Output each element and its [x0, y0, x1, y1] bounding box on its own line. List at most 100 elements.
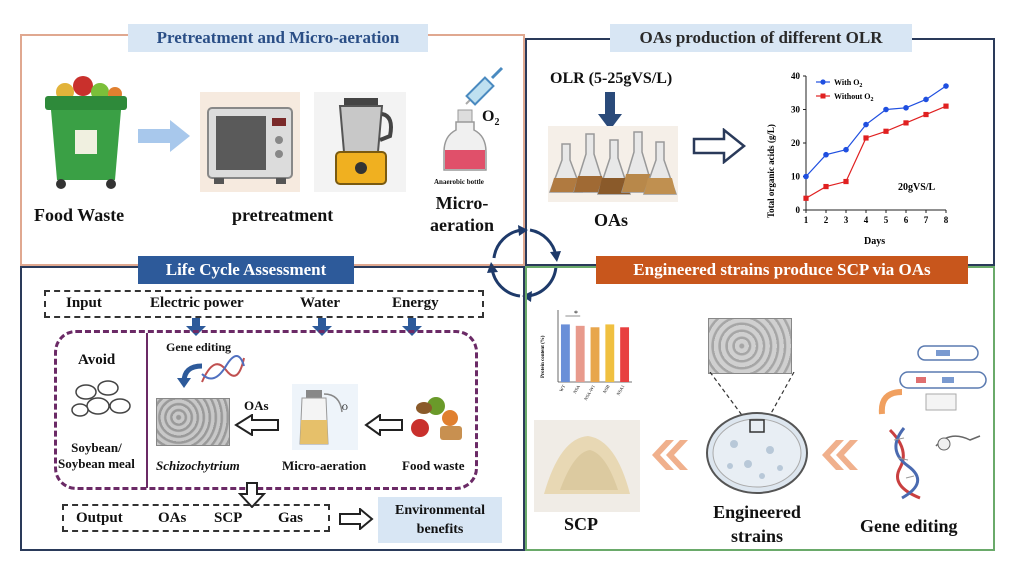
- oven-icon: [207, 107, 293, 184]
- curved-arrow-icon: [177, 363, 203, 388]
- line-chart-point: [883, 106, 889, 113]
- line-chart-xtick-label: 8: [944, 215, 949, 225]
- food-waste-label: Food Waste: [34, 205, 125, 225]
- line-chart-ytick-label: 10: [791, 172, 801, 182]
- environmental-benefits-label: Environmental benefits: [395, 503, 485, 537]
- electric-power-label: Electric power: [150, 295, 244, 311]
- legend-swatch-marker: [820, 93, 826, 99]
- bar-chart-bar: [590, 327, 600, 382]
- scp-label: SCP: [564, 514, 599, 534]
- schizochytrium-micrograph: [156, 398, 230, 446]
- output-label: Output: [76, 510, 123, 526]
- output-scp-label: SCP: [214, 510, 243, 526]
- lca-food-waste-label: Food waste: [402, 458, 465, 473]
- process-arrow-icon: [138, 120, 190, 152]
- soybean-icon: [71, 380, 131, 417]
- line-chart-point: [883, 128, 889, 134]
- water-label: Water: [300, 295, 340, 311]
- hollow-arrow-icon: [692, 128, 746, 164]
- line-chart-point: [863, 121, 869, 128]
- line-chart-xlabel: Days: [864, 236, 885, 247]
- pretreatment-label: pretreatment: [232, 205, 334, 225]
- oas-title: OAs production of different OLR: [610, 24, 912, 52]
- output-row-box: [62, 504, 330, 532]
- line-chart-point: [823, 151, 829, 158]
- bar-chart-xtick-label: NSA1: [616, 384, 626, 396]
- dna-icon: [201, 355, 245, 383]
- lca-left-arrow2-icon: [364, 414, 403, 436]
- line-chart-xtick-label: 7: [924, 215, 929, 225]
- svg-text:O: O: [342, 403, 348, 412]
- output-gas-label: Gas: [278, 510, 304, 526]
- env-arrow-icon: [339, 508, 374, 530]
- line-chart-point: [943, 83, 949, 89]
- line-chart-point: [823, 183, 829, 190]
- bar-chart-bar: [575, 325, 585, 382]
- gene-editing-label: Gene editing: [860, 516, 958, 536]
- orange-bend-arrow-icon: [878, 389, 903, 415]
- bar-chart-xtick-label: WT: [558, 384, 566, 393]
- petri-dish-icon: [706, 412, 808, 494]
- line-chart-point: [923, 111, 929, 118]
- input-row-box: [44, 290, 484, 318]
- schizochytrium-label: Schizochytrium: [156, 458, 240, 473]
- engineered-title: Engineered strains produce SCP via OAs: [596, 256, 968, 284]
- line-chart-xtick-label: 6: [904, 215, 909, 225]
- anaerobic-bottle-caption: Anaerobic bottle: [434, 178, 484, 186]
- output-oas-label: OAs: [158, 510, 187, 526]
- pretreatment-title: Pretreatment and Micro-aeration: [128, 24, 428, 52]
- line-chart-point: [903, 105, 909, 111]
- blender-icon: [335, 98, 393, 185]
- line-chart-ylabel: Total organic acids (g/L): [766, 124, 776, 218]
- lca-left-arrow-icon: [234, 414, 279, 436]
- bar-chart-bar: [605, 324, 615, 382]
- bar-chart-xtick-label: NSA-W1: [583, 384, 596, 401]
- line-chart-ytick-label: 40: [791, 71, 801, 81]
- lca-micro-aeration-label: Micro-aeration: [282, 458, 367, 473]
- line-chart-series-line-1: [805, 85, 947, 177]
- line-chart-point: [803, 173, 809, 180]
- legend-label: With O2: [834, 78, 862, 89]
- avoid-label: Avoid: [78, 352, 116, 368]
- avoid-divider: [146, 333, 148, 488]
- micro-aeration-bottle-icon: O: [292, 384, 358, 450]
- micro-aeration-label: Micro- aeration: [430, 193, 494, 235]
- line-chart-point: [903, 120, 909, 126]
- line-chart-ytick-label: 20: [791, 138, 801, 148]
- syringe-icon: [465, 66, 504, 106]
- legend-swatch-marker: [820, 79, 826, 85]
- chevron-left2-icon: [822, 440, 858, 470]
- line-chart-xtick-label: 3: [844, 215, 849, 225]
- process-boundary: [54, 330, 478, 490]
- bar-chart-xtick-label: NSA: [572, 383, 581, 394]
- flasks-icon: [548, 126, 678, 202]
- input-arrows-icon: [186, 318, 422, 336]
- line-chart-point: [843, 178, 849, 185]
- legend-label: Without O2: [834, 92, 874, 103]
- bar-chart-ylabel: Protein content (%): [541, 335, 546, 378]
- scp-powder-icon: [544, 436, 630, 494]
- output-down-arrow-icon: [238, 482, 266, 508]
- energy-label: Energy: [392, 295, 439, 311]
- line-chart-point: [923, 96, 929, 103]
- plasmid-icon: [899, 345, 987, 411]
- oas-label: OAs: [594, 210, 629, 230]
- food-waste-icon: [411, 397, 462, 440]
- line-chart-point: [843, 146, 849, 153]
- line-chart-point: [863, 135, 869, 141]
- bar-chart-bar: [560, 324, 570, 382]
- line-chart-point: [803, 195, 809, 201]
- soybean-label: Soybean/ Soybean meal: [58, 440, 135, 471]
- line-chart-ytick-label: 30: [791, 105, 801, 115]
- line-chart-xtick-label: 5: [884, 215, 889, 225]
- lca-gene-editing-label: Gene editing: [166, 340, 231, 354]
- line-chart-annotation: 20gVS/L: [898, 182, 936, 193]
- anaerobic-bottle-icon: [443, 109, 487, 171]
- line-chart-ytick-label: 0: [796, 205, 801, 215]
- line-chart-xtick-label: 1: [804, 215, 809, 225]
- o2-label: O2: [482, 108, 500, 129]
- lca-oas-label: OAs: [244, 398, 269, 413]
- line-chart-xtick-label: 2: [824, 215, 829, 225]
